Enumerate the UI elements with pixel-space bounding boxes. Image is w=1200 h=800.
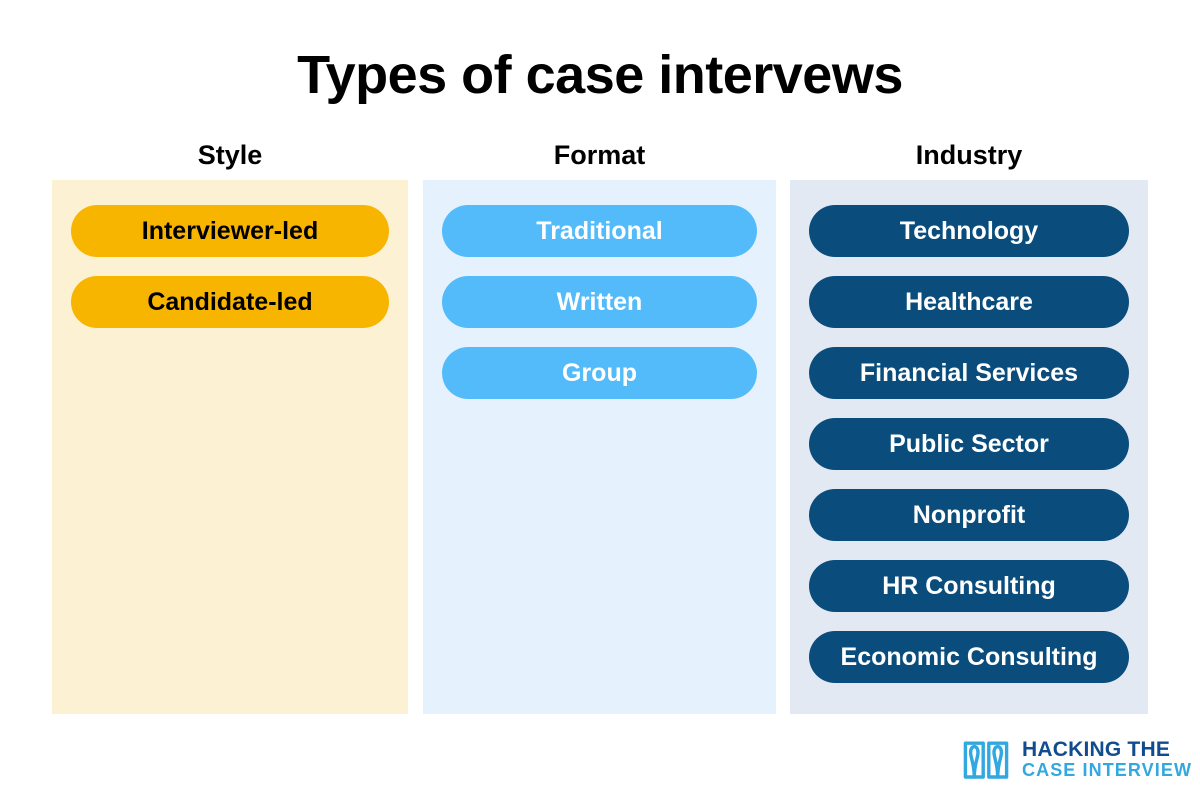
logo-wordmark: HACKING THE CASE INTERVIEW xyxy=(1022,739,1192,779)
pill-interviewer-led[interactable]: Interviewer-led xyxy=(71,205,389,257)
pill-written[interactable]: Written xyxy=(442,276,757,328)
column-header-style: Style xyxy=(197,140,263,170)
brand-logo: HACKING THE CASE INTERVIEW xyxy=(962,737,1192,781)
pill-candidate-led[interactable]: Candidate-led xyxy=(71,276,389,328)
pill-hr-consulting[interactable]: HR Consulting xyxy=(809,560,1129,612)
pill-healthcare[interactable]: Healthcare xyxy=(809,276,1129,328)
panel-format: Traditional Written Group xyxy=(423,180,776,714)
pill-group[interactable]: Group xyxy=(442,347,757,399)
column-header-format: Format xyxy=(553,140,646,170)
page-title: Types of case intervews xyxy=(297,45,903,105)
logo-line-1: HACKING THE xyxy=(1022,738,1171,762)
column-header-industry: Industry xyxy=(915,140,1023,170)
pill-technology[interactable]: Technology xyxy=(809,205,1129,257)
pill-public-sector[interactable]: Public Sector xyxy=(809,418,1129,470)
panel-style: Interviewer-led Candidate-led xyxy=(52,180,408,714)
pill-financial-services[interactable]: Financial Services xyxy=(809,347,1129,399)
panel-industry: Technology Healthcare Financial Services… xyxy=(790,180,1148,714)
pill-nonprofit[interactable]: Nonprofit xyxy=(809,489,1129,541)
pill-economic-consulting[interactable]: Economic Consulting xyxy=(809,631,1129,683)
pill-traditional[interactable]: Traditional xyxy=(442,205,757,257)
open-book-icon xyxy=(962,737,1010,781)
logo-line-2: CASE INTERVIEW xyxy=(1022,759,1193,780)
